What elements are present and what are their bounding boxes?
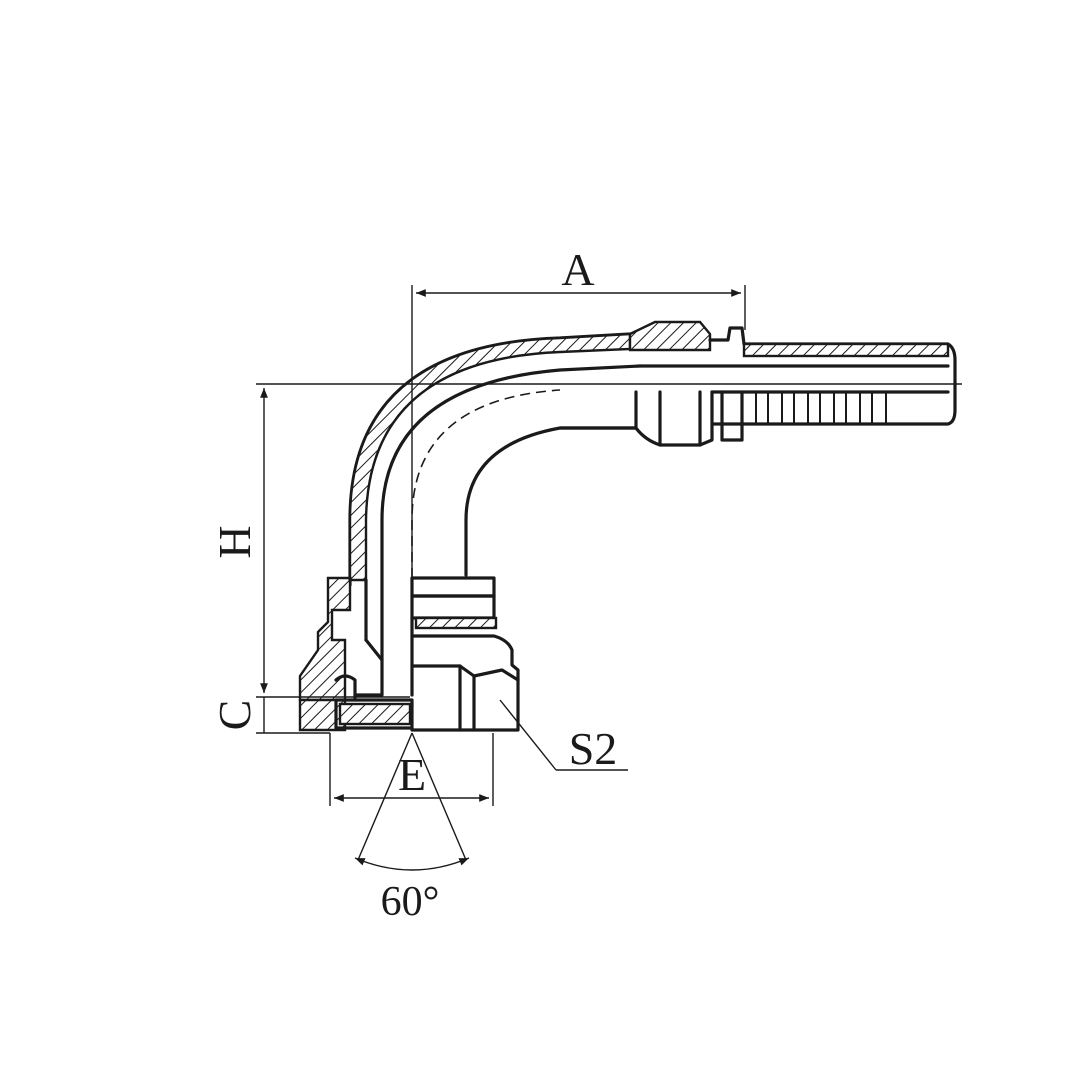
dimension-a-label: A bbox=[561, 244, 594, 295]
dimension-a: A bbox=[411, 244, 746, 690]
leader-s2: S2 bbox=[499, 699, 628, 774]
dimension-e-label: E bbox=[398, 749, 426, 800]
dimension-c-label: C bbox=[209, 700, 260, 731]
hose-tail bbox=[628, 320, 957, 447]
swivel-nut bbox=[298, 576, 520, 732]
cone-angle-label: 60° bbox=[381, 879, 440, 925]
leader-s2-label: S2 bbox=[569, 723, 618, 774]
dimension-e: E bbox=[329, 733, 494, 806]
dimension-c: C bbox=[209, 697, 330, 734]
cone-angle: 60° bbox=[354, 732, 470, 925]
elbow-body bbox=[348, 332, 642, 690]
dimension-h: H bbox=[209, 383, 962, 698]
dimension-h-label: H bbox=[209, 525, 260, 558]
